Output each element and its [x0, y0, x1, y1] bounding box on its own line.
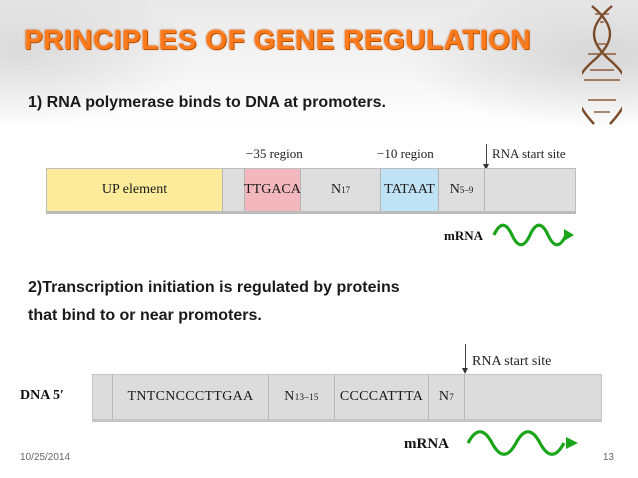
- slide-title: PRINCIPLES OF GENE REGULATION: [24, 24, 532, 55]
- mrna-wave-icon: [492, 223, 574, 247]
- dna-5prime-label: DNA 5′: [20, 388, 64, 403]
- n7-sub: 7: [449, 392, 455, 402]
- tntcnccttgaa-segment: TNTCNCCCTTGAA: [113, 375, 269, 419]
- mrna-label-2: mRNA: [404, 436, 449, 452]
- transcribed-segment: [485, 169, 575, 211]
- tataat-segment: TATAAT: [381, 169, 439, 211]
- minus10-region-label: −10 region: [377, 146, 434, 161]
- n17-base: N: [330, 182, 342, 197]
- point-1: 1) RNA polymerase binds to DNA at promot…: [28, 94, 386, 111]
- point-2-line-2: that bind to or near promoters.: [28, 307, 262, 324]
- mrna-label-1: mRNA: [444, 228, 483, 243]
- start-site-tick-2: [465, 344, 466, 370]
- ttgaca-segment: TTGACA: [244, 169, 301, 211]
- promoter-diagram: −35 region −10 region RNA start site UP …: [44, 138, 578, 258]
- page-number: 13: [602, 452, 614, 463]
- n1315-base: N: [284, 389, 295, 404]
- start-site-arrow-icon-2: [462, 368, 468, 374]
- up-element-segment: UP element: [47, 169, 223, 211]
- n17-sub: 17: [341, 185, 351, 195]
- n7-base: N: [438, 389, 450, 404]
- leading-segment: [93, 375, 113, 419]
- point-2: 2)Transcription initiation is regulated …: [28, 274, 588, 330]
- minus35-region-label: −35 region: [246, 146, 303, 161]
- mrna-wave-icon-2: [466, 430, 578, 456]
- n1315-sub: 13–15: [294, 392, 319, 402]
- footer-date: 10/25/2014: [20, 452, 71, 463]
- start-site-tick: [486, 144, 487, 166]
- transcribed-segment-2: [465, 375, 601, 419]
- spacer-segment: [223, 169, 245, 211]
- rna-start-site-label-2: RNA start site: [472, 354, 552, 369]
- rna-start-site-label: RNA start site: [492, 146, 566, 161]
- n59-base: N: [449, 182, 460, 197]
- ccccattta-segment: CCCCATTTA: [335, 375, 429, 419]
- point-2-line-1: 2)Transcription initiation is regulated …: [28, 279, 400, 296]
- start-site-arrow-icon: [483, 164, 489, 170]
- dna-helix-icon: [582, 5, 622, 125]
- n59-sub: 5–9: [459, 185, 474, 195]
- banner-shading-left: [0, 0, 200, 128]
